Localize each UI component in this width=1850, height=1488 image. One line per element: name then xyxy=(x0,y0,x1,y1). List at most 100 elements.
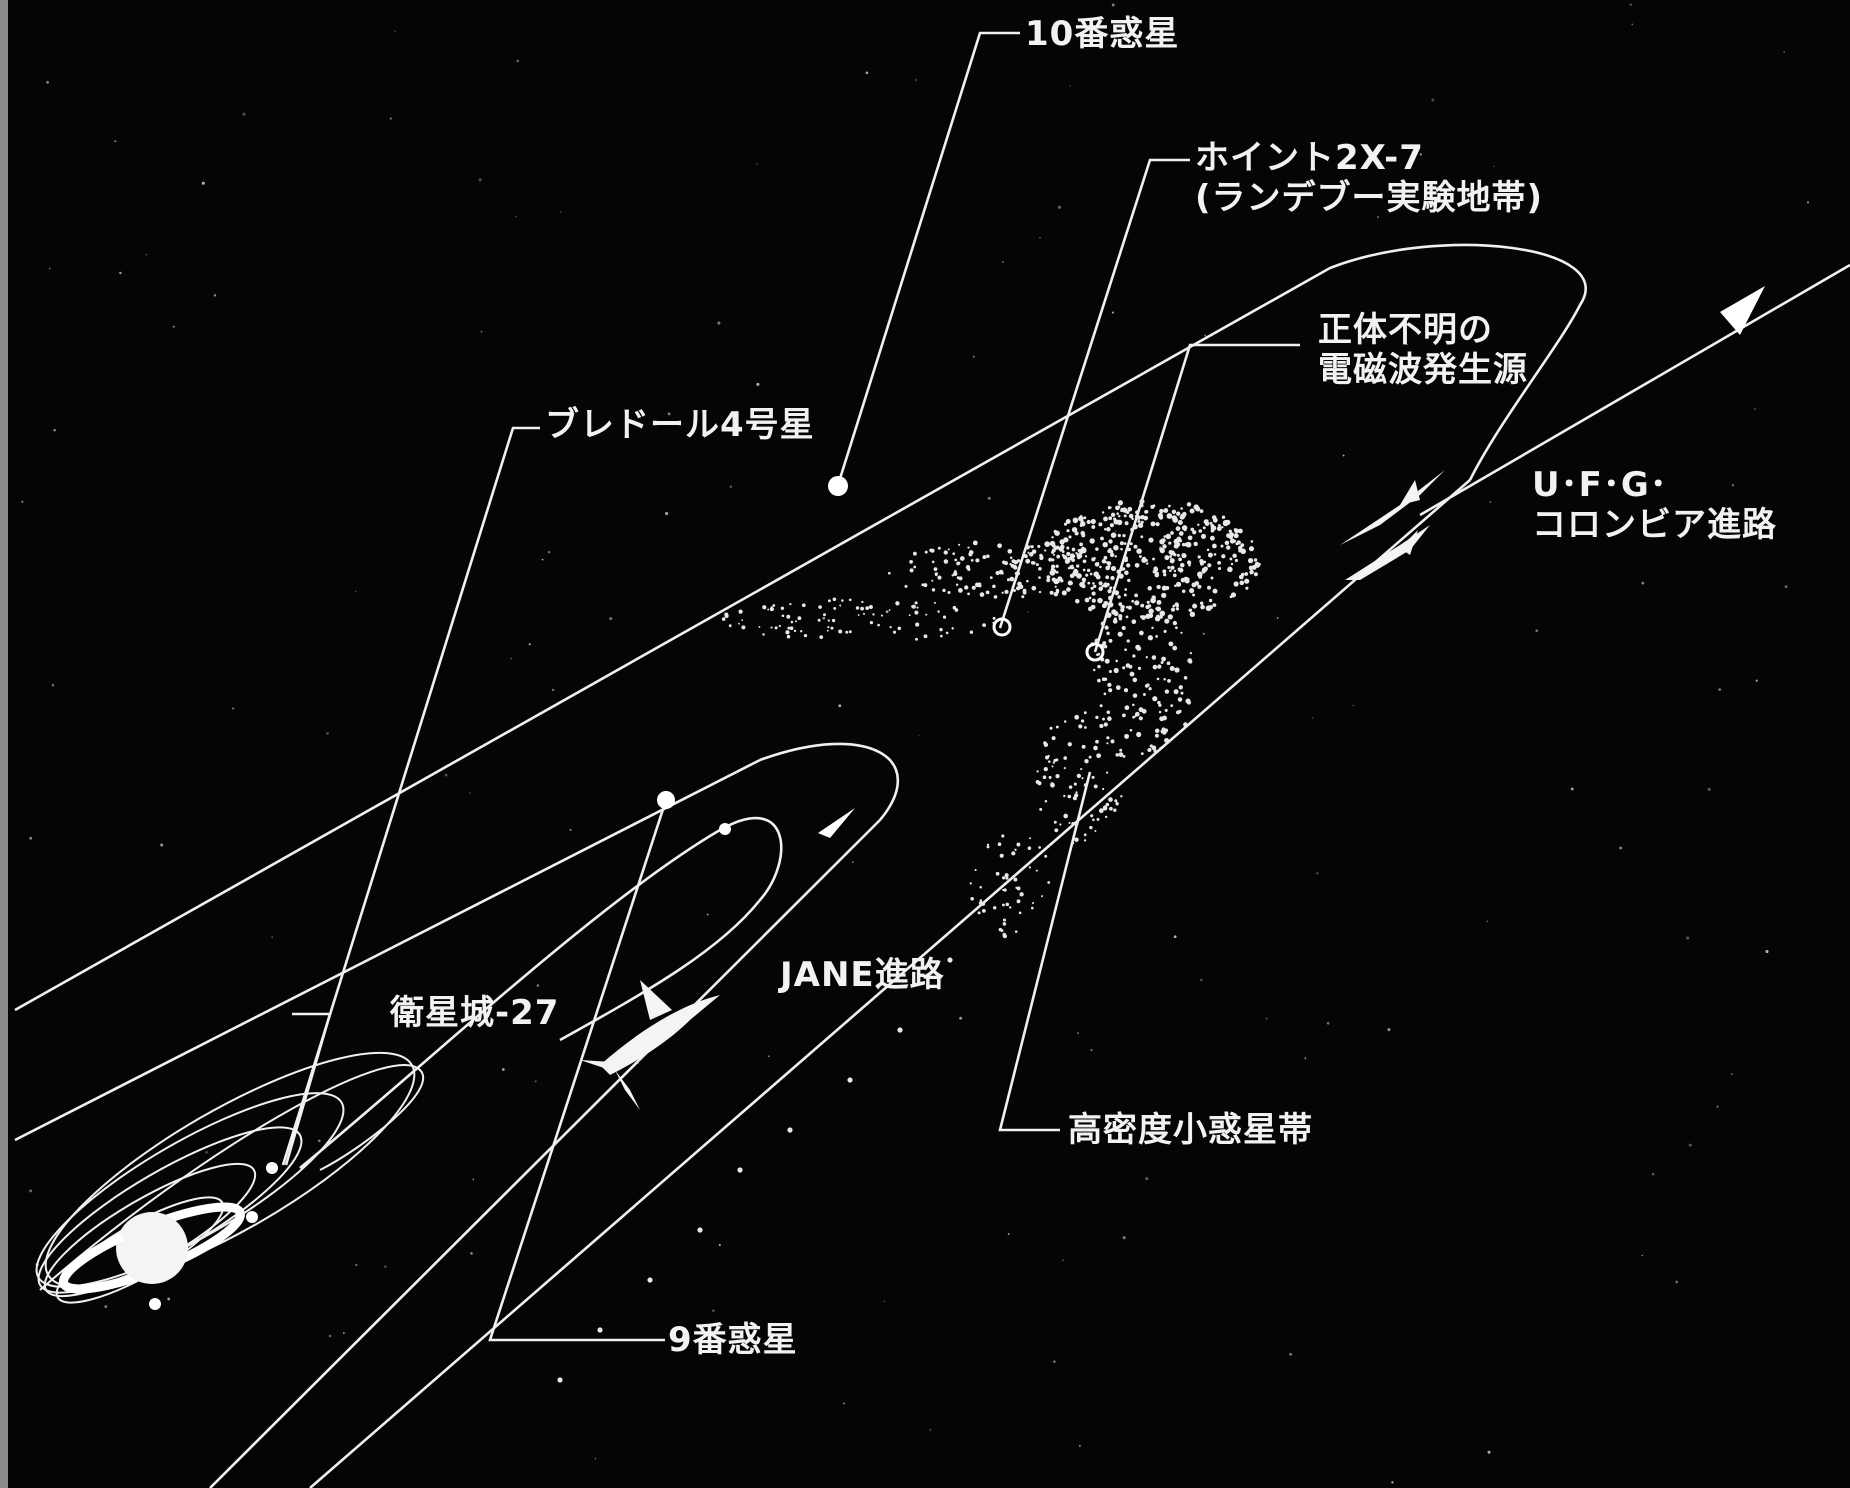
asteroid xyxy=(762,605,767,610)
star xyxy=(1304,1057,1307,1060)
asteroid xyxy=(1161,585,1167,591)
asteroid xyxy=(1139,630,1144,636)
asteroid xyxy=(1168,504,1171,508)
star xyxy=(1312,717,1314,719)
star xyxy=(119,271,122,275)
asteroid xyxy=(1123,514,1127,518)
asteroid xyxy=(1123,688,1129,693)
asteroid xyxy=(1051,736,1056,741)
asteroid xyxy=(803,633,808,638)
asteroid xyxy=(1083,833,1087,837)
asteroid xyxy=(1056,554,1061,559)
asteroid xyxy=(1046,575,1051,579)
asteroid xyxy=(857,614,860,616)
star xyxy=(1289,1352,1293,1356)
asteroid xyxy=(1233,581,1239,587)
asteroid xyxy=(1108,516,1113,521)
asteroid xyxy=(1118,614,1123,619)
ringed-planet-icon xyxy=(59,1202,245,1294)
star xyxy=(918,735,920,737)
asteroid xyxy=(1173,538,1180,545)
asteroid xyxy=(1158,703,1162,707)
star xyxy=(536,984,540,987)
asteroid xyxy=(1132,693,1138,698)
asteroid xyxy=(1095,739,1099,744)
asteroid xyxy=(1080,521,1084,525)
asteroid xyxy=(1102,717,1105,721)
orbit-planet10 xyxy=(14,243,1587,1488)
asteroid xyxy=(1127,605,1132,610)
asteroid xyxy=(1216,526,1222,532)
asteroid xyxy=(1159,538,1165,545)
asteroid xyxy=(1175,581,1182,587)
asteroid xyxy=(1207,563,1212,568)
star xyxy=(1718,688,1721,691)
asteroid xyxy=(931,588,936,592)
asteroid xyxy=(1088,755,1092,759)
asteroid xyxy=(1170,704,1174,708)
asteroid xyxy=(833,606,837,610)
asteroid xyxy=(1116,569,1121,574)
asteroid xyxy=(1107,549,1112,554)
asteroid xyxy=(1098,581,1103,586)
asteroid xyxy=(1015,586,1021,591)
asteroid xyxy=(1093,784,1098,789)
star xyxy=(1707,787,1711,791)
star xyxy=(1629,3,1633,6)
asteroid xyxy=(1081,777,1084,780)
asteroid xyxy=(1226,545,1231,550)
asteroid xyxy=(1157,700,1161,705)
asteroid xyxy=(1221,554,1226,559)
asteroid xyxy=(1004,561,1008,566)
asteroid xyxy=(943,559,949,564)
asteroid xyxy=(1087,606,1093,612)
asteroid xyxy=(1138,716,1143,721)
asteroid xyxy=(1015,571,1021,576)
asteroid xyxy=(1093,557,1096,560)
asteroid xyxy=(1192,593,1196,597)
star xyxy=(355,1263,358,1267)
asteroid xyxy=(1163,508,1169,513)
asteroid xyxy=(1030,906,1034,910)
asteroid xyxy=(1038,590,1042,594)
asteroid xyxy=(877,623,880,627)
asteroid xyxy=(1154,728,1160,734)
asteroid xyxy=(964,585,969,590)
asteroid xyxy=(1189,508,1195,514)
asteroid xyxy=(1014,848,1017,851)
asteroid xyxy=(1068,821,1071,825)
asteroid xyxy=(1137,666,1142,671)
asteroid xyxy=(942,615,947,619)
star xyxy=(343,1332,345,1334)
star xyxy=(929,1428,932,1431)
asteroid xyxy=(1075,598,1080,604)
asteroid xyxy=(1015,886,1018,889)
shark-ship-icon xyxy=(580,980,720,1110)
asteroid xyxy=(1228,529,1232,533)
star xyxy=(1716,1105,1719,1108)
asteroid xyxy=(1041,895,1043,898)
asteroid xyxy=(797,616,802,621)
asteroid xyxy=(1169,555,1173,558)
asteroid xyxy=(1047,881,1051,884)
asteroid xyxy=(1009,563,1012,566)
asteroid xyxy=(1178,685,1183,690)
asteroid xyxy=(1051,558,1055,562)
asteroid xyxy=(1021,595,1025,599)
asteroid xyxy=(923,583,928,588)
star xyxy=(534,1080,537,1083)
asteroid xyxy=(1194,581,1200,586)
asteroid xyxy=(647,1277,653,1283)
asteroid xyxy=(1073,568,1077,572)
asteroid xyxy=(1099,565,1102,569)
asteroid xyxy=(1109,552,1115,558)
asteroid xyxy=(597,1327,603,1333)
asteroid xyxy=(975,558,980,563)
asteroid xyxy=(1071,572,1077,577)
asteroid xyxy=(1089,572,1093,576)
asteroid xyxy=(1173,553,1177,557)
asteroid xyxy=(1183,528,1187,532)
star xyxy=(1783,50,1785,53)
asteroid xyxy=(1172,604,1176,608)
asteroid xyxy=(1123,542,1127,545)
